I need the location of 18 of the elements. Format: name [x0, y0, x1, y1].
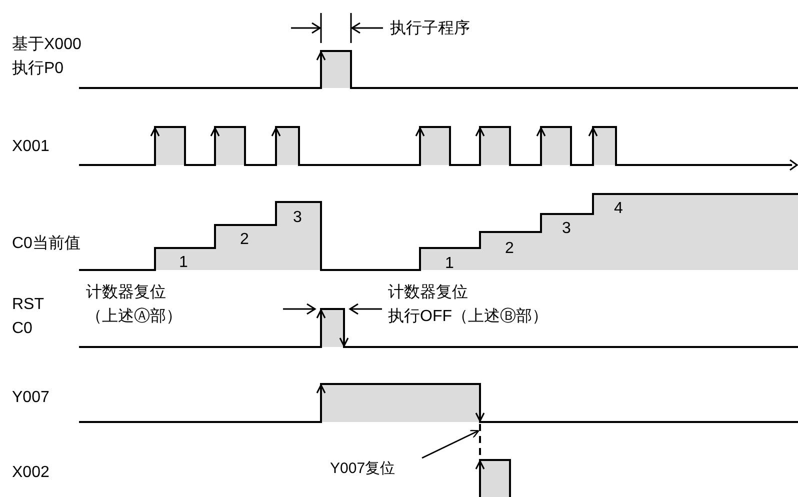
note-text: 执行子程序	[390, 18, 471, 39]
callout-text: Y007复位	[330, 458, 422, 480]
signal-name: X002	[12, 463, 50, 483]
count-value: 1	[179, 253, 189, 273]
note-text: 计数器复位执行OFF（上述Ⓑ部）	[388, 282, 549, 327]
count-value: 3	[562, 219, 572, 239]
signal-name: C0当前值	[12, 234, 82, 254]
signal-name: Y007	[12, 388, 50, 408]
count-value: 4	[614, 199, 624, 219]
signal-name: X001	[12, 137, 50, 157]
count-value: 2	[505, 239, 515, 259]
count-value: 3	[293, 208, 303, 228]
signal-name: 基于X000 执行P0	[12, 34, 82, 79]
count-value: 1	[445, 254, 455, 274]
note-text: 计数器复位（上述Ⓐ部）	[86, 282, 183, 327]
signal-name: RST C0	[12, 295, 45, 339]
leader-line	[422, 430, 480, 459]
count-value: 2	[240, 230, 250, 250]
